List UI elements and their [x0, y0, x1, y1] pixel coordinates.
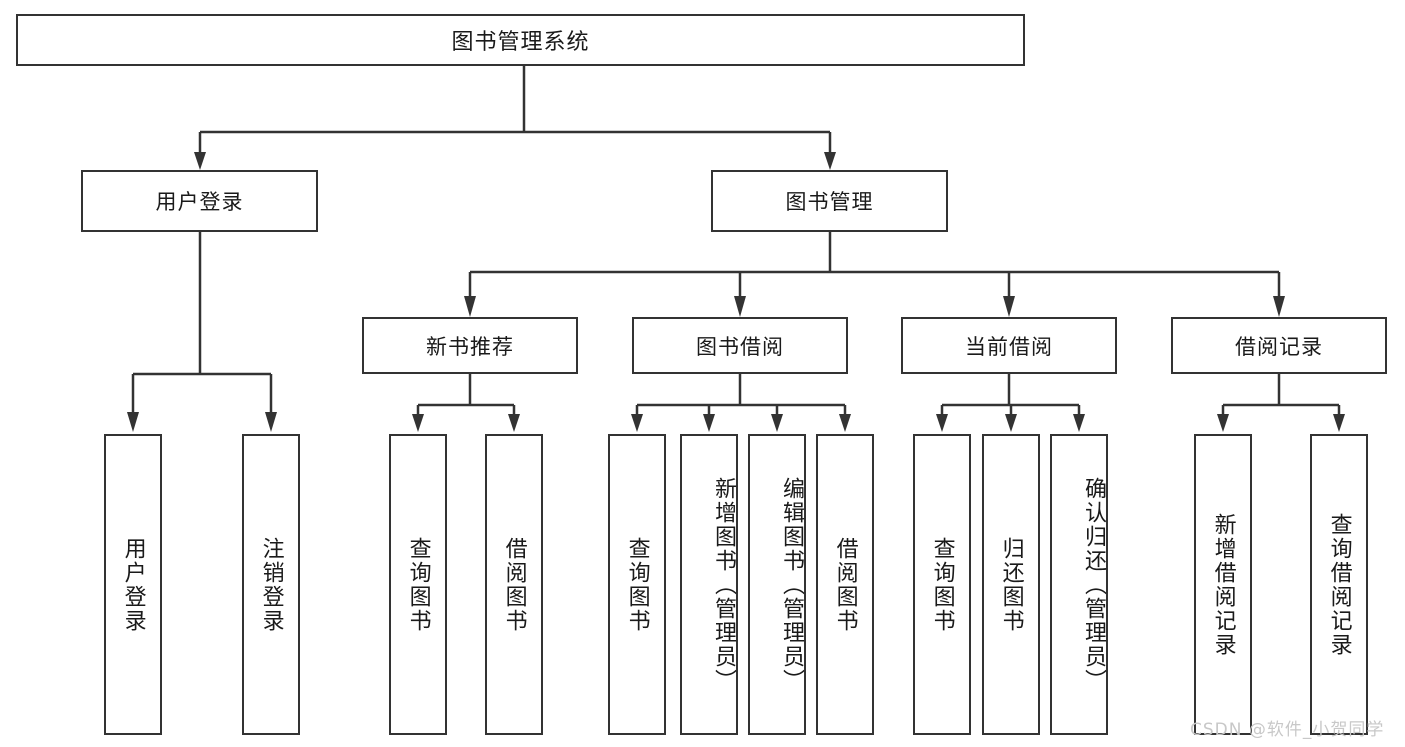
node-current-borrow[interactable]: 当前借阅: [901, 317, 1117, 374]
node-book-borrow[interactable]: 图书借阅: [632, 317, 848, 374]
node-user-login[interactable]: 用户登录: [81, 170, 318, 232]
leaf-current-confirm-return-admin[interactable]: 确认归还（管理员）: [1050, 434, 1108, 735]
leaf-user-login-login[interactable]: 用户登录: [104, 434, 162, 735]
leaf-current-return-book[interactable]: 归还图书: [982, 434, 1040, 735]
leaf-borrow-borrow-book[interactable]: 借阅图书: [816, 434, 874, 735]
leaf-record-query-record[interactable]: 查询借阅记录: [1310, 434, 1368, 735]
leaf-user-login-logout[interactable]: 注销登录: [242, 434, 300, 735]
node-new-book-recommend[interactable]: 新书推荐: [362, 317, 578, 374]
watermark-text: CSDN @软件_小贺同学: [1190, 720, 1385, 740]
leaf-borrow-edit-book-admin[interactable]: 编辑图书（管理员）: [748, 434, 806, 735]
node-borrow-record[interactable]: 借阅记录: [1171, 317, 1387, 374]
node-book-management[interactable]: 图书管理: [711, 170, 948, 232]
leaf-current-query-book[interactable]: 查询图书: [913, 434, 971, 735]
leaf-record-add-record[interactable]: 新增借阅记录: [1194, 434, 1252, 735]
leaf-borrow-add-book-admin[interactable]: 新增图书（管理员）: [680, 434, 738, 735]
leaf-recommend-borrow-book[interactable]: 借阅图书: [485, 434, 543, 735]
node-root-system[interactable]: 图书管理系统: [16, 14, 1025, 66]
leaf-recommend-query-book[interactable]: 查询图书: [389, 434, 447, 735]
leaf-borrow-query-book[interactable]: 查询图书: [608, 434, 666, 735]
